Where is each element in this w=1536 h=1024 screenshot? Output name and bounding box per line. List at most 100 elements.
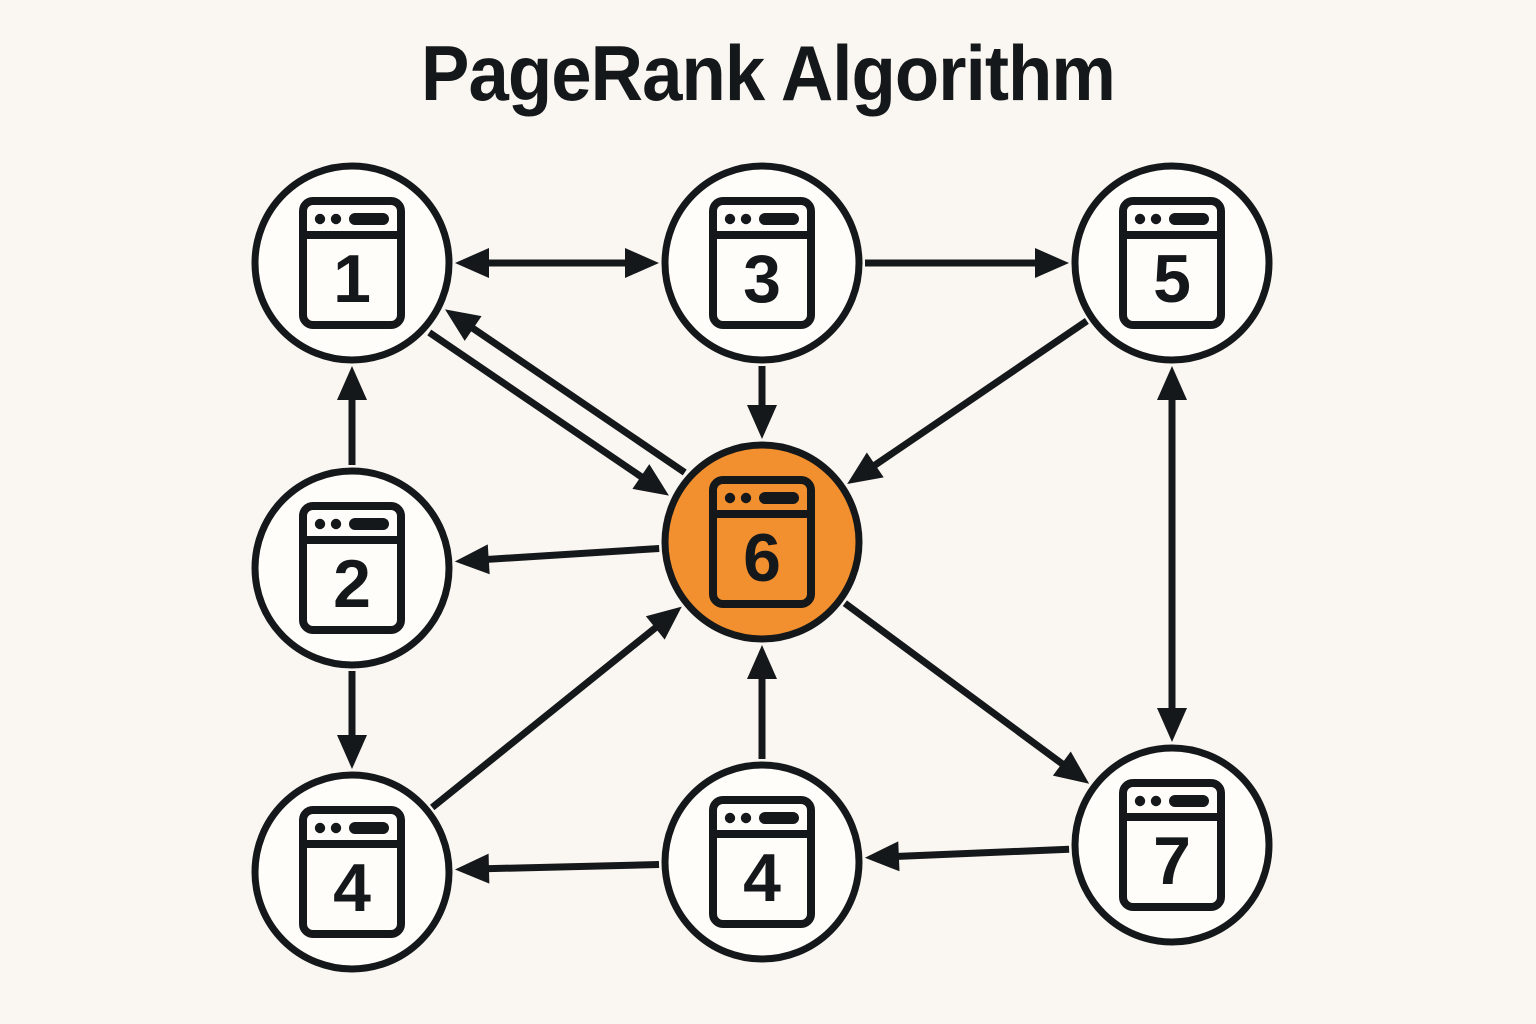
edge-line [427,329,651,485]
browser-frame [299,502,405,634]
browser-window-icon: 4 [709,796,815,928]
browser-frame [709,796,815,928]
browser-addressbar [1169,795,1209,807]
browser-dot-1 [1134,213,1146,225]
edge-n5-to-n6 [847,318,1089,485]
node-label: 2 [333,546,371,622]
browser-frame [299,197,405,329]
graph-node-4[interactable]: 4 [251,771,453,973]
arrowhead-forward [337,735,367,769]
node-label: 5 [1153,241,1191,317]
browser-dot-2 [740,492,752,504]
arrowhead-forward [625,248,659,278]
browser-dot-2 [740,812,752,824]
arrowhead-forward [1035,248,1069,278]
edge-n3-to-n5 [865,248,1069,278]
arrowhead-forward [454,853,490,884]
edge-line [889,845,1070,861]
arrowhead-backward [455,248,489,278]
browser-addressbar [759,812,799,824]
browser-dot-1 [1134,795,1146,807]
page-title: PageRank Algorithm [420,29,1116,117]
browser-dot-1 [314,213,326,225]
arrowhead-forward [445,309,482,341]
node-layer: 1 3 5 2 6 4 4 7 [251,162,1273,973]
edge-line [463,320,687,476]
browser-dot-2 [330,213,342,225]
arrowhead-forward [847,452,884,485]
edge-layer [337,248,1187,884]
edge-n4a-to-n6 [430,606,682,811]
browser-dot-1 [724,812,736,824]
edge-n2-to-n4a [337,671,367,769]
edge-n2-to-n1 [337,366,367,465]
edge-line [842,600,1072,773]
browser-frame [709,197,815,329]
browser-window-icon: 6 [709,476,815,608]
edge-n4b-to-n6 [747,645,777,759]
edge-n1-to-n3 [455,248,659,278]
edge-n5-to-n7 [1157,366,1187,742]
browser-dot-1 [314,518,326,530]
node-label: 1 [333,241,371,317]
graph-node-2[interactable]: 2 [251,467,453,669]
arrowhead-forward [1157,708,1187,742]
edge-line [479,545,660,564]
node-label: 7 [1153,823,1191,899]
browser-window-icon: 4 [299,806,405,938]
edge-line [865,318,1089,474]
browser-addressbar [759,492,799,504]
browser-window-icon: 1 [299,197,405,329]
node-label: 6 [743,520,781,596]
graph-node-6-active[interactable]: 6 [661,441,863,643]
graph-node-4[interactable]: 4 [661,761,863,963]
arrowhead-forward [454,544,490,575]
browser-dot-1 [724,213,736,225]
browser-window-icon: 7 [1119,779,1225,911]
browser-addressbar [1169,213,1209,225]
browser-window-icon: 5 [1119,197,1225,329]
edge-line [479,861,660,873]
browser-window-icon: 2 [299,502,405,634]
arrowhead-forward [747,645,777,679]
browser-addressbar [349,213,389,225]
graph-node-1[interactable]: 1 [251,162,453,364]
graph-node-5[interactable]: 5 [1071,162,1273,364]
graph-node-7[interactable]: 7 [1071,744,1273,946]
browser-dot-2 [740,213,752,225]
arrowhead-forward [632,464,669,496]
browser-dot-1 [724,492,736,504]
browser-window-icon: 3 [709,197,815,329]
graph-node-3[interactable]: 3 [661,162,863,364]
arrowhead-forward [864,841,900,872]
browser-frame [1119,197,1225,329]
edge-n6-to-n1 [445,309,687,476]
browser-frame [709,476,815,608]
node-label: 4 [743,840,781,916]
browser-dot-2 [330,518,342,530]
browser-frame [1119,779,1225,911]
node-label: 3 [743,241,781,317]
browser-dot-2 [330,822,342,834]
browser-addressbar [349,822,389,834]
edge-n4b-to-n4a [454,853,660,884]
browser-addressbar [349,518,389,530]
arrowhead-forward [337,366,367,400]
edge-n7-to-n4b [864,841,1070,872]
arrowhead-backward [1157,366,1187,400]
edge-line [430,619,665,811]
browser-dot-2 [1150,795,1162,807]
edge-n6-to-n7 [842,600,1090,784]
edge-n6-to-n2 [454,544,660,575]
arrowhead-forward [645,606,682,640]
edge-n1-to-n6 [427,329,669,496]
edge-n3-to-n6 [747,366,777,439]
arrowhead-forward [1052,751,1090,784]
node-label: 4 [333,850,371,926]
browser-dot-1 [314,822,326,834]
arrowhead-forward [747,405,777,439]
browser-frame [299,806,405,938]
browser-addressbar [759,213,799,225]
